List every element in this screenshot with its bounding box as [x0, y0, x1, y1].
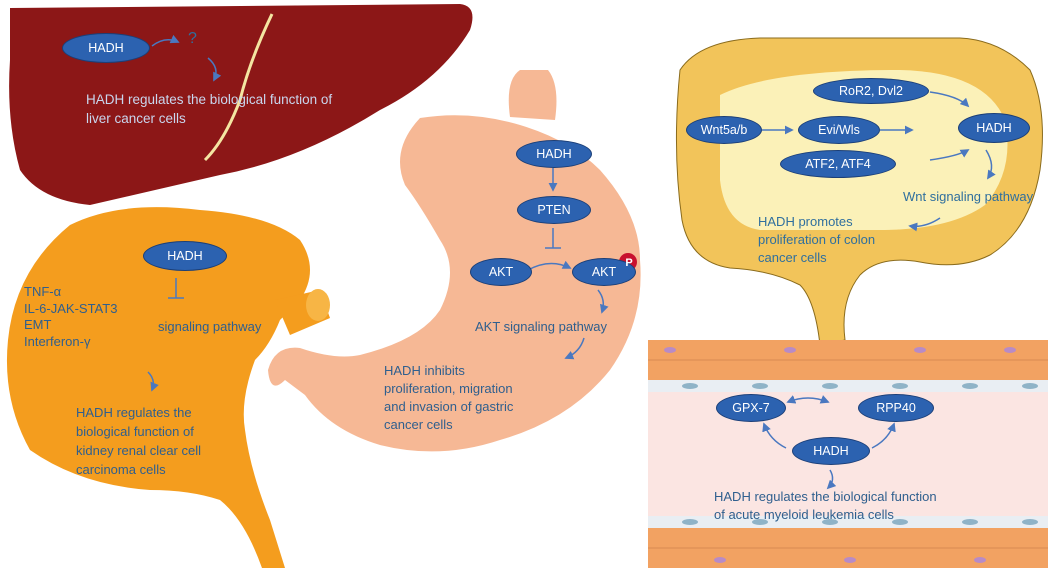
colon-pathway-label: Wnt signaling pathway — [903, 189, 1034, 204]
colon-evi-node: Evi/Wls — [798, 116, 880, 144]
kidney-pathway-list: TNF-α IL-6-JAK-STAT3 EMT Interferon-γ — [24, 284, 117, 350]
kidney-pathway-item: Interferon-γ — [24, 333, 91, 349]
kidney-hadh-node: HADH — [143, 241, 227, 271]
kidney-pathway-item: IL-6-JAK-STAT3 — [24, 300, 118, 316]
colon-caption: HADH promotes proliferation of colon can… — [758, 214, 876, 265]
vessel-caption: HADH regulates the biological function o… — [714, 489, 937, 522]
kidney-pathway-item: EMT — [24, 317, 52, 332]
stomach-pten-node: PTEN — [517, 196, 591, 224]
liver-caption: HADH regulates the biological function o… — [86, 92, 333, 126]
vessel-rpp40-node: RPP40 — [858, 394, 934, 422]
colon-wnt5a-node: Wnt5a/b — [686, 116, 762, 144]
stomach-caption: HADH inhibits proliferation, migration a… — [384, 363, 514, 432]
vessel-hadh-node: HADH — [792, 437, 870, 465]
stomach-hadh-node: HADH — [516, 140, 592, 168]
pathway-arrows — [147, 34, 996, 490]
colon-hadh-node: HADH — [958, 113, 1030, 143]
colon-ror2-node: RoR2, Dvl2 — [813, 78, 929, 104]
stomach-akt-phospho-node: AKT — [572, 258, 636, 286]
colon-organ — [675, 37, 1043, 346]
liver-unknown-mark: ? — [188, 30, 197, 47]
phosphate-label: P — [625, 257, 633, 269]
stomach-akt-node: AKT — [470, 258, 532, 286]
kidney-pathway-item: TNF-α — [24, 284, 62, 299]
stomach-pathway-label: AKT signaling pathway — [475, 319, 608, 334]
kidney-caption: HADH regulates the biological function o… — [76, 405, 202, 477]
liver-hadh-node: HADH — [62, 33, 150, 63]
kidney-pathway-suffix: signaling pathway — [158, 319, 262, 334]
vessel-gpx7-node: GPX-7 — [716, 394, 786, 422]
colon-atf-node: ATF2, ATF4 — [780, 150, 896, 178]
